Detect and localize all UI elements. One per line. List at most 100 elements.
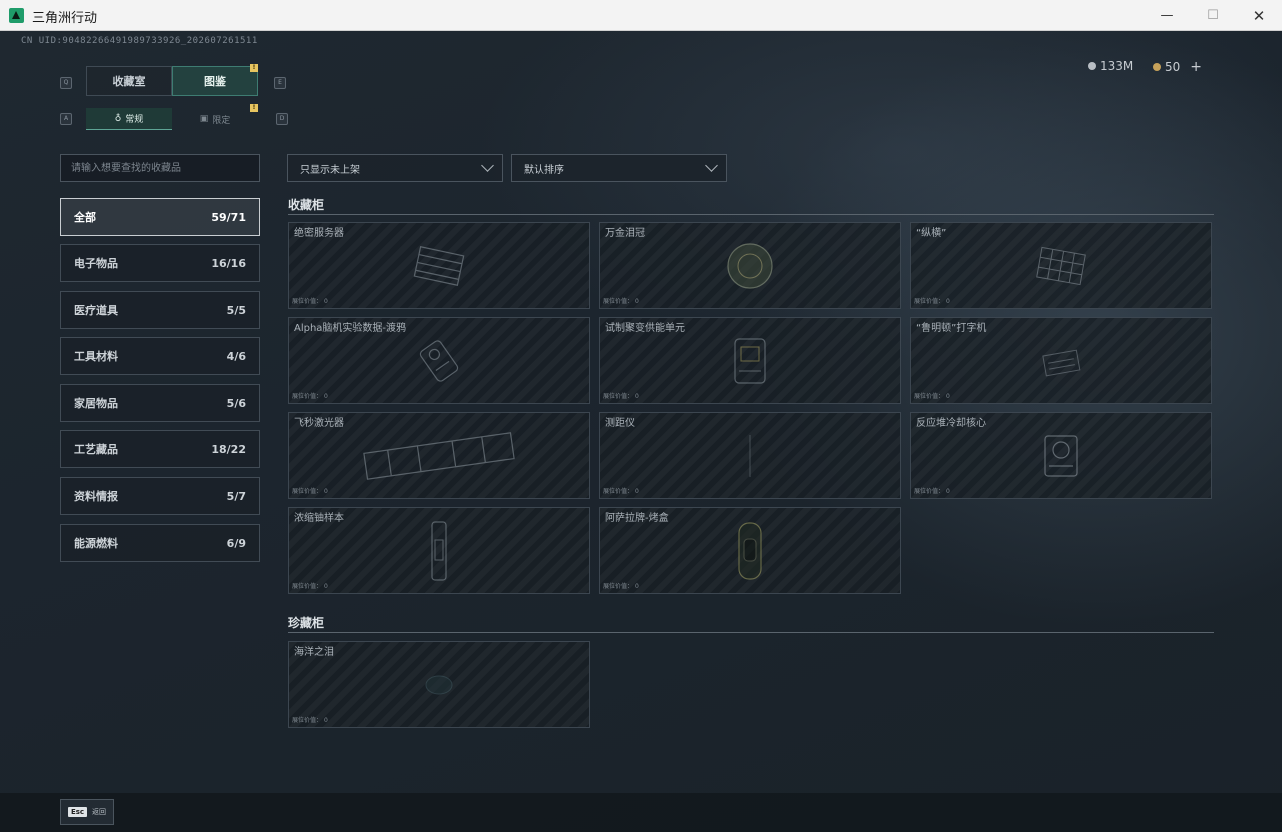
collectible-card[interactable]: 测距仪 展位价值：0	[599, 412, 901, 499]
typewriter-icon	[1042, 349, 1081, 376]
collectible-card[interactable]: 试制聚变供能单元 展位价值：0	[599, 317, 901, 404]
trophy-icon: ♁	[114, 113, 122, 124]
category-household[interactable]: 家居物品 5/6	[60, 384, 260, 422]
collectible-card[interactable]: 阿萨拉牌-烤盒 展位价值：0	[599, 507, 901, 594]
subtab-next-key: D	[276, 113, 288, 125]
sort-dropdown[interactable]: 默认排序	[511, 154, 727, 182]
collectible-name: “纵横”	[916, 228, 947, 239]
collectible-name: 飞秒激光器	[294, 418, 344, 429]
collectible-name: 阿萨拉牌-烤盒	[605, 513, 669, 524]
crown-icon	[727, 242, 773, 289]
reactor-core-icon	[1044, 434, 1078, 477]
category-label: 资料情报	[74, 490, 118, 503]
maximize-button[interactable]: ☐	[1207, 8, 1219, 23]
collectible-value: 展位价值：0	[914, 393, 950, 400]
currency-gold-value: 50	[1165, 60, 1181, 74]
chevron-down-icon	[705, 159, 718, 172]
category-label: 能源燃料	[74, 537, 118, 550]
window-title: 三角洲行动	[32, 11, 98, 26]
device-icon	[419, 339, 459, 382]
category-label: 全部	[74, 211, 96, 224]
sort-value: 默认排序	[524, 164, 564, 176]
category-count: 18/22	[211, 442, 246, 456]
collectible-name: 反应堆冷却核心	[916, 418, 986, 429]
category-fuel[interactable]: 能源燃料 6/9	[60, 524, 260, 562]
codex-alert-badge: !	[250, 64, 258, 72]
category-count: 5/7	[226, 489, 246, 503]
canister-icon	[431, 520, 447, 581]
currency-gold: 50 +	[1153, 59, 1202, 75]
category-count: 59/71	[211, 210, 246, 224]
tab-codex[interactable]: 图鉴	[172, 66, 258, 96]
collectible-name: “鲁明顿”打字机	[916, 323, 987, 334]
collectible-card[interactable]: 浓缩铀样本 展位价值：0	[288, 507, 590, 594]
collectible-value: 展位价值：0	[603, 583, 639, 590]
collectible-value: 展位价值：0	[292, 583, 328, 590]
add-currency-button[interactable]: +	[1190, 59, 1203, 75]
category-crafts[interactable]: 工艺藏品 18/22	[60, 430, 260, 468]
category-count: 5/6	[226, 396, 246, 410]
category-label: 医疗道具	[74, 304, 118, 317]
show-filter-dropdown[interactable]: 只显示未上架	[287, 154, 503, 182]
collectible-card[interactable]: 万金泪冠 展位价值：0	[599, 222, 901, 309]
collectible-value: 展位价值：0	[292, 393, 328, 400]
section-title-treasure: 珍藏柜	[288, 616, 325, 630]
currency-silver: 133M	[1088, 59, 1133, 73]
app-logo-icon	[9, 8, 24, 23]
box-icon	[738, 521, 762, 580]
subtab-limited[interactable]: ▣ 限定	[172, 108, 258, 130]
close-button[interactable]: ✕	[1252, 6, 1266, 25]
collectible-card[interactable]: “鲁明顿”打字机 展位价值：0	[910, 317, 1212, 404]
show-filter-value: 只显示未上架	[300, 164, 360, 176]
category-medical[interactable]: 医疗道具 5/5	[60, 291, 260, 329]
back-label: 返回	[92, 808, 107, 816]
collectible-name: Alpha脑机实验数据-渡鸦	[294, 323, 407, 334]
collectible-card[interactable]: Alpha脑机实验数据-渡鸦 展位价值：0	[288, 317, 590, 404]
collectible-card[interactable]: 反应堆冷却核心 展位价值：0	[910, 412, 1212, 499]
category-count: 5/5	[226, 303, 246, 317]
board-icon	[1036, 246, 1086, 285]
minimize-button[interactable]: —	[1160, 8, 1174, 23]
esc-key-hint: Esc	[67, 807, 88, 817]
category-intel[interactable]: 资料情报 5/7	[60, 477, 260, 515]
tab-collection-room[interactable]: 收藏室	[86, 66, 172, 96]
category-electronics[interactable]: 电子物品 16/16	[60, 244, 260, 282]
collectible-card[interactable]: 绝密服务器 展位价值：0	[288, 222, 590, 309]
collectible-value: 展位价值：0	[914, 488, 950, 495]
collectible-value: 展位价值：0	[914, 298, 950, 305]
subtab-prev-key: A	[60, 113, 72, 125]
category-label: 工具材料	[74, 350, 118, 363]
silver-coin-icon	[1088, 62, 1096, 70]
tab-next-key: E	[274, 77, 286, 89]
subtab-regular-label: 常规	[125, 115, 144, 125]
collectible-name: 绝密服务器	[294, 228, 344, 239]
collectible-value: 展位价值：0	[603, 298, 639, 305]
category-tools[interactable]: 工具材料 4/6	[60, 337, 260, 375]
gold-coin-icon	[1153, 63, 1161, 71]
chevron-down-icon	[481, 159, 494, 172]
collectible-card[interactable]: 飞秒激光器 展位价值：0	[288, 412, 590, 499]
footer-bar: Esc 返回	[0, 793, 1282, 832]
collectible-value: 展位价值：0	[292, 717, 328, 724]
collectible-value: 展位价值：0	[603, 393, 639, 400]
collectible-name: 试制聚变供能单元	[605, 323, 685, 334]
subtab-regular[interactable]: ♁ 常规	[86, 108, 172, 130]
section-divider	[288, 214, 1214, 215]
collectible-name: 测距仪	[605, 418, 635, 429]
category-label: 工艺藏品	[74, 443, 118, 456]
collectible-name: 浓缩铀样本	[294, 513, 344, 524]
collectible-value: 展位价值：0	[292, 298, 328, 305]
limited-alert-badge: !	[250, 104, 258, 112]
collectible-card[interactable]: 海洋之泪 展位价值：0	[288, 641, 590, 728]
category-all[interactable]: 全部 59/71	[60, 198, 260, 236]
game-viewport: CN UID:9048226649198973392​6_20260726151…	[0, 31, 1282, 832]
subtab-limited-label: 限定	[212, 115, 231, 126]
back-button[interactable]: Esc 返回	[60, 799, 114, 825]
section-title-cabinet: 收藏柜	[288, 198, 325, 212]
collectible-card[interactable]: “纵横” 展位价值：0	[910, 222, 1212, 309]
rangefinder-icon	[749, 434, 751, 477]
search-input[interactable]	[60, 154, 260, 182]
category-label: 电子物品	[74, 257, 118, 270]
collectible-value: 展位价值：0	[292, 488, 328, 495]
tab-prev-key: Q	[60, 77, 72, 89]
